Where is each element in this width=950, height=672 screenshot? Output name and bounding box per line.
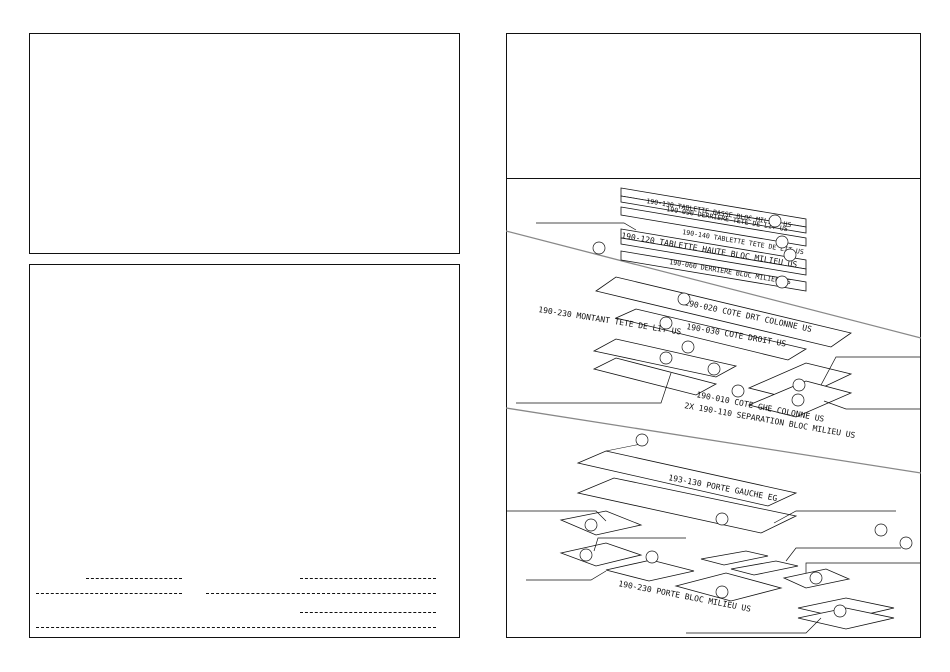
leader-line-2 (516, 372, 672, 404)
panel-drawer-front-1 (700, 550, 769, 566)
callout-bubble-17 (579, 548, 593, 562)
panel-tablette-tete (620, 206, 807, 247)
leader-line-9 (785, 547, 901, 562)
top-shelf-stack (620, 187, 807, 292)
callout-bubble-3 (783, 248, 797, 262)
panel-derriere-tete (620, 195, 807, 234)
signature-line-5 (300, 612, 436, 613)
callout-bubble-14 (635, 433, 649, 447)
signature-line-6 (36, 627, 436, 628)
leader-line-5 (506, 510, 607, 522)
left-top-panel (29, 33, 460, 254)
panel-montant-lower (592, 357, 718, 396)
callout-bubble-7 (659, 316, 673, 330)
callout-bubble-15 (715, 512, 729, 526)
callout-bubble-4 (775, 275, 789, 289)
signature-line-1 (86, 578, 182, 579)
callout-bubble-8 (681, 340, 695, 354)
left-bottom-panel (29, 264, 460, 638)
callout-bubble-12 (792, 378, 806, 392)
panel-door-small-6 (797, 607, 895, 630)
callout-bubble-18 (645, 550, 659, 564)
callout-bubble-19 (715, 585, 729, 599)
panel-door-small-3 (605, 559, 695, 582)
callout-bubble-6 (677, 292, 691, 306)
panel-porte-large (576, 477, 798, 534)
bottom-door-group (559, 450, 895, 630)
panel-porte-bloc (674, 572, 783, 602)
panel-derriere-bloc-lower (620, 250, 807, 292)
callout-bubble-10 (707, 362, 721, 376)
panel-door-small-2 (559, 542, 643, 567)
panel-porte-gauche (576, 450, 798, 507)
callout-bubble-5 (592, 241, 606, 255)
callout-bubble-22 (874, 523, 888, 537)
callout-bubble-23 (899, 536, 913, 550)
callout-bubble-16 (584, 518, 598, 532)
callout-bubble-20 (809, 571, 823, 585)
signature-line-4 (206, 593, 436, 594)
leader-line-11 (686, 617, 822, 634)
callout-bubble-11 (731, 384, 745, 398)
exploded-assembly-diagram: 190-130 TABLETTE BASSE BLOC MILIEU US 19… (506, 187, 921, 634)
signature-line-2 (300, 578, 436, 579)
callout-bubble-9 (659, 351, 673, 365)
section-separator-2 (506, 407, 921, 474)
callout-bubble-2 (775, 235, 789, 249)
leader-line-3 (820, 356, 921, 386)
callout-bubble-21 (833, 604, 847, 618)
panel-cote-drt-colonne (595, 276, 852, 348)
leader-line-4 (823, 400, 921, 410)
panel-drawer-front-2 (730, 560, 799, 576)
leader-line-10 (805, 562, 921, 573)
leader-line-6 (526, 570, 607, 581)
panel-derriere-bloc (620, 237, 807, 276)
leader-line-8 (773, 510, 896, 524)
callout-bubble-1 (768, 214, 782, 228)
leader-line-7 (593, 537, 686, 552)
callout-bubble-13 (791, 393, 805, 407)
title-block-divider (507, 178, 920, 179)
signature-line-3 (36, 593, 182, 594)
panel-door-small-1 (559, 510, 643, 536)
section-separator-1 (506, 230, 921, 339)
leader-line-1 (536, 222, 637, 231)
